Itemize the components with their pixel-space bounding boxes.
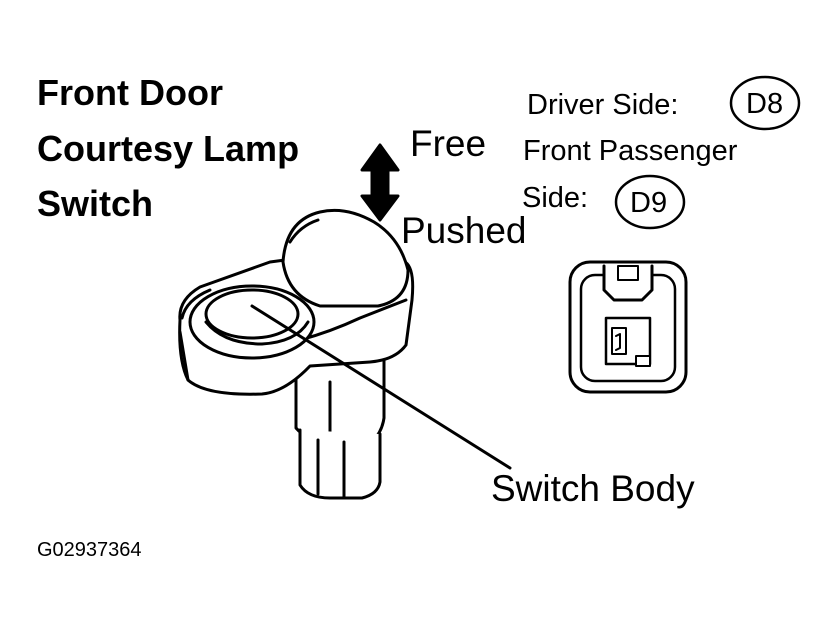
title-line-1: Front Door (37, 72, 223, 113)
driver-side-label: Driver Side: (527, 89, 679, 121)
passenger-label-line-2: Side: (522, 182, 589, 214)
driver-code: D8 (746, 88, 784, 120)
switch-body-label: Switch Body (491, 468, 695, 509)
title-line-3: Switch (37, 183, 154, 224)
plunger (281, 208, 410, 308)
passenger-code: D9 (630, 187, 668, 219)
driver-code-oval (729, 75, 801, 131)
connector-face-icon (568, 260, 688, 394)
double-arrow-icon (360, 143, 400, 222)
figure-code: G02937364 (37, 539, 142, 561)
title-line-2: Courtesy Lamp (37, 128, 300, 169)
switch-shaft (294, 358, 386, 444)
pushed-label: Pushed (401, 210, 527, 251)
switch-body-leader (250, 304, 512, 470)
passenger-code-oval (614, 174, 686, 230)
passenger-label-line-1: Front Passenger (523, 135, 738, 167)
connector-tip (298, 428, 382, 500)
free-label: Free (410, 123, 487, 164)
